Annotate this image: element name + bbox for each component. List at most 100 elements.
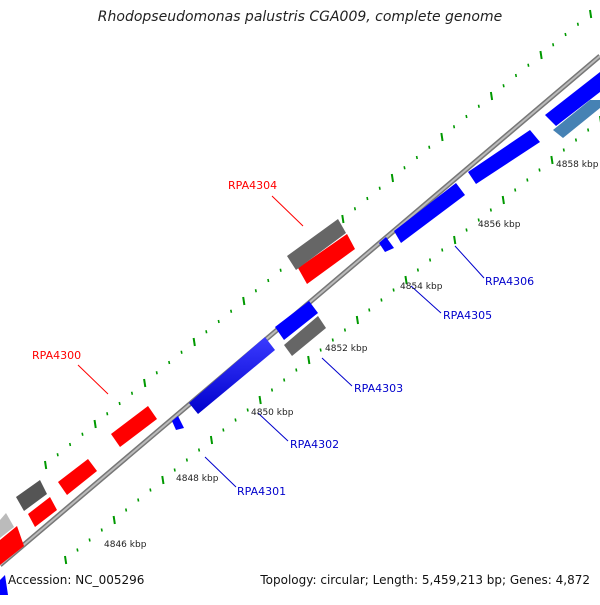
gene-arrow[interactable]	[111, 406, 157, 447]
tick-mark	[526, 178, 529, 182]
gene-arrow-rpa4302[interactable]	[189, 337, 275, 414]
tick-mark	[440, 132, 444, 142]
kbp-label: 4856 kbp	[478, 220, 521, 230]
kbp-label: 4852 kbp	[325, 344, 368, 354]
tick-mark	[341, 214, 345, 224]
tick-mark	[390, 173, 395, 183]
tick-mark	[343, 328, 347, 332]
tick-mark	[576, 22, 579, 26]
tick-mark	[502, 84, 505, 88]
label-connectors	[77, 195, 485, 488]
tick-mark	[180, 350, 183, 354]
tick-mark	[100, 528, 103, 532]
tick-mark	[185, 458, 188, 462]
gene-arrow-rpa4305[interactable]	[379, 237, 394, 252]
tick-mark	[56, 453, 59, 457]
tick-mark	[465, 228, 468, 232]
tick-mark	[489, 91, 494, 101]
tick-mark	[155, 371, 158, 375]
gene-arrow-rpa4301[interactable]	[172, 416, 184, 430]
tick-mark	[552, 43, 555, 47]
tick-mark	[209, 435, 214, 445]
gene-label-rpa4300[interactable]: RPA4300	[32, 349, 81, 362]
gene-label-rpa4306[interactable]: RPA4306	[485, 275, 534, 288]
tick-mark	[44, 460, 48, 470]
gene-arrow[interactable]	[545, 72, 600, 126]
tick-mark	[88, 538, 91, 542]
gene-label-rpa4301[interactable]: RPA4301	[237, 485, 286, 498]
gene-arrow[interactable]	[0, 526, 24, 565]
tick-mark	[267, 278, 270, 283]
tick-mark	[380, 298, 383, 302]
tick-mark	[416, 268, 419, 272]
tick-mark	[81, 432, 84, 436]
tick-mark	[217, 319, 220, 324]
gene-arrow[interactable]	[0, 575, 8, 595]
tick-mark	[428, 145, 431, 149]
tick-mark	[307, 355, 311, 365]
tick-mark	[353, 207, 357, 211]
tick-mark	[173, 468, 176, 472]
gene-arrow-rpa4304[interactable]	[298, 234, 355, 284]
feature-block[interactable]	[16, 480, 47, 511]
tick-mark	[527, 63, 530, 67]
tick-mark	[270, 388, 274, 392]
gene-arrow[interactable]	[275, 301, 318, 340]
tick-mark	[254, 289, 257, 293]
genome-summary-text: Topology: circular; Length: 5,459,213 bp…	[260, 573, 590, 587]
gene-label-rpa4305[interactable]: RPA4305	[443, 309, 492, 322]
gene-label-rpa4302[interactable]: RPA4302	[290, 438, 339, 451]
tick-mark	[404, 275, 408, 285]
tick-mark	[514, 188, 517, 192]
tick-mark	[242, 296, 246, 306]
tick-mark	[234, 418, 237, 422]
tick-mark	[428, 258, 432, 262]
gene-label-rpa4304[interactable]: RPA4304	[228, 179, 277, 192]
tick-mark	[283, 378, 286, 382]
tick-mark	[112, 515, 116, 525]
tick-mark	[501, 195, 505, 205]
kbp-label: 4846 kbp	[104, 540, 147, 550]
tick-mark	[118, 401, 121, 406]
tick-mark	[205, 330, 208, 334]
tick-mark	[539, 50, 543, 60]
gene-arrow[interactable]	[28, 497, 57, 527]
gene-arrow-rpa4306[interactable]	[394, 183, 465, 243]
tick-mark	[230, 309, 233, 313]
kbp-label: 4850 kbp	[251, 408, 294, 418]
tick-mark	[161, 475, 165, 485]
tick-mark	[279, 268, 282, 272]
kbp-labels: 4846 kbp 4848 kbp 4850 kbp 4852 kbp 4854…	[104, 160, 599, 550]
kbp-label: 4854 kbp	[400, 282, 443, 292]
tick-mark	[415, 155, 418, 160]
tick-mark	[378, 186, 381, 190]
kbp-label: 4858 kbp	[556, 160, 599, 170]
feature-block-rpa4303[interactable]	[284, 316, 326, 356]
gene-arrow[interactable]	[468, 130, 540, 184]
tick-mark	[76, 548, 79, 552]
feature-block[interactable]	[0, 513, 14, 538]
gene-features	[0, 72, 600, 595]
accession-text: Accession: NC_005296	[8, 573, 145, 587]
tick-mark	[562, 148, 565, 152]
tick-mark	[192, 337, 196, 347]
tick-mark	[403, 166, 406, 170]
tick-mark	[258, 395, 262, 405]
tick-mark	[355, 315, 360, 325]
tick-mark	[574, 138, 578, 142]
tick-mark	[295, 368, 298, 372]
tick-mark	[477, 218, 480, 222]
tick-mark	[130, 391, 134, 395]
tick-mark	[392, 288, 395, 292]
feature-block[interactable]	[553, 100, 600, 138]
tick-mark	[366, 196, 369, 201]
map-title: Rhodopseudomonas palustris CGA009, compl…	[97, 9, 503, 25]
gene-labels: RPA4300 RPA4301 RPA4302 RPA4303 RPA4304 …	[32, 179, 534, 498]
gene-arrow[interactable]	[58, 459, 97, 495]
tick-mark	[168, 360, 171, 365]
feature-block[interactable]	[287, 219, 346, 270]
tick-mark	[587, 128, 590, 132]
gene-label-rpa4303[interactable]: RPA4303	[354, 382, 403, 395]
